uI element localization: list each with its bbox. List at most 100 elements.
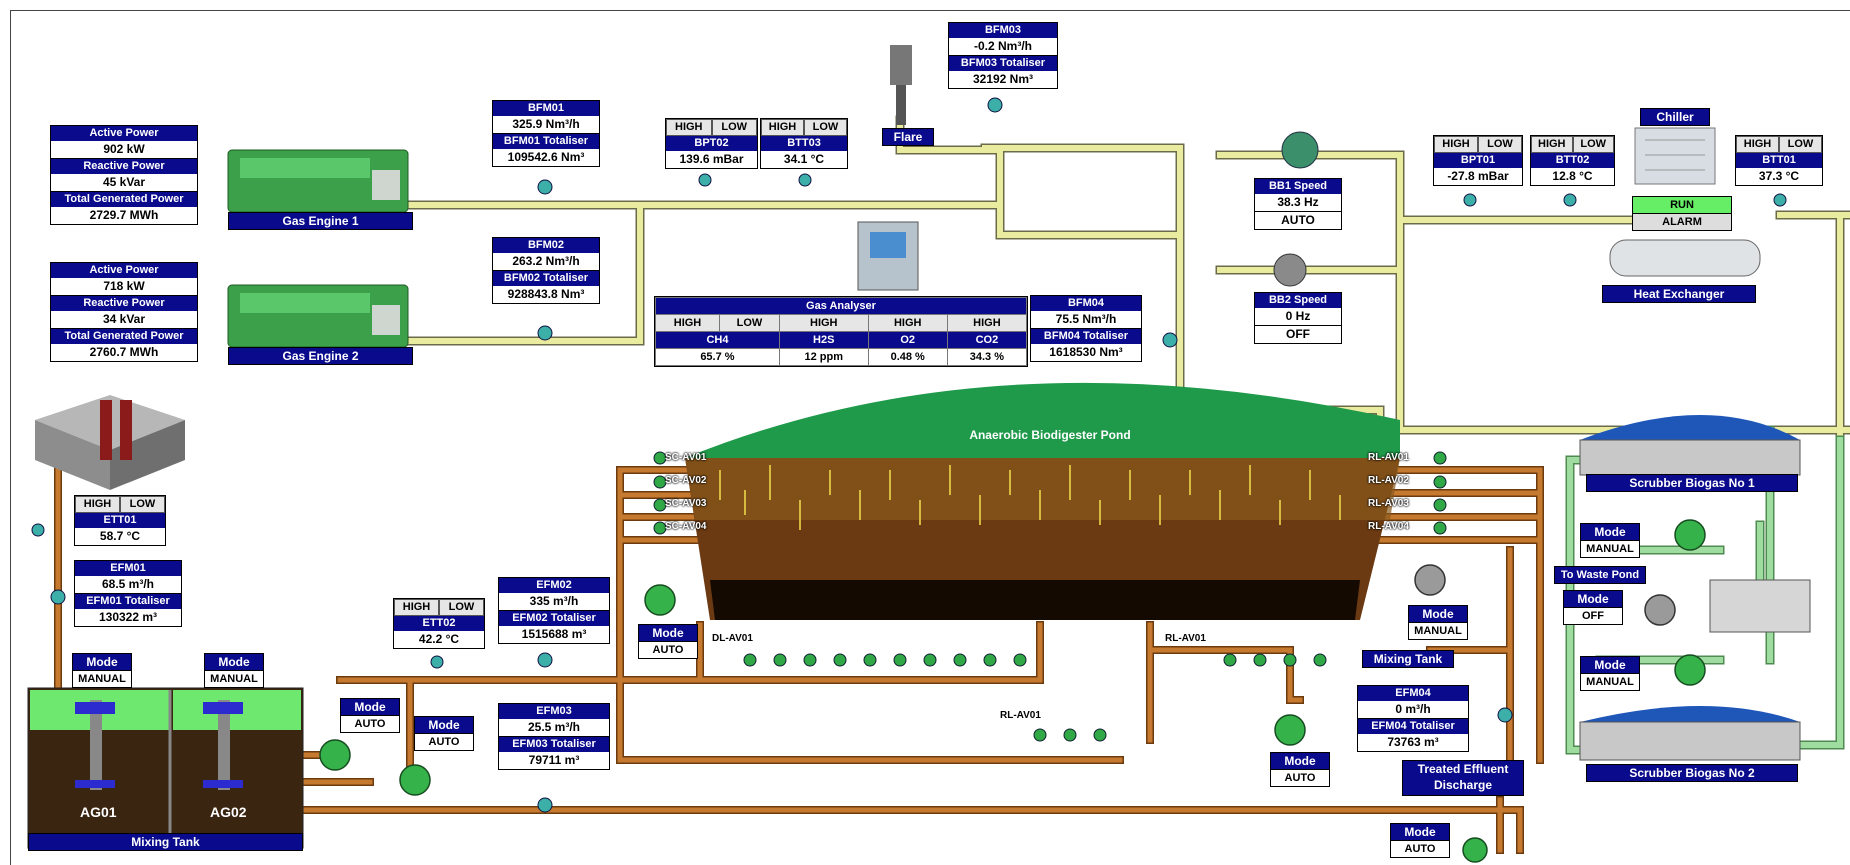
btt03-panel: HIGHLOW BTT03 34.1 °C xyxy=(760,118,848,169)
valve-rl-av01[interactable]: RL-AV01 xyxy=(1368,452,1409,463)
valve-sc-av01[interactable]: SC-AV01 xyxy=(665,452,707,463)
valve-rl-av02[interactable]: RL-AV02 xyxy=(1368,475,1409,486)
mode-ag01-value: MANUAL xyxy=(73,670,131,687)
btt01-high-alarm: HIGH xyxy=(1736,136,1779,153)
engine2-reactive-power-label: Reactive Power xyxy=(51,296,197,311)
mode-recirc-pump[interactable]: Mode AUTO xyxy=(638,624,698,659)
mode-scrubber-1-pump[interactable]: Mode MANUAL xyxy=(1580,523,1640,558)
bfm01-title: BFM01 xyxy=(493,101,599,116)
bb1-panel: BB1 Speed 38.3 Hz AUTO xyxy=(1254,178,1342,230)
bb1-mode[interactable]: AUTO xyxy=(1255,212,1341,229)
valve-rl-av03[interactable]: RL-AV03 xyxy=(1368,498,1409,509)
bfm02-tot-value: 928843.8 Nm³ xyxy=(493,286,599,303)
mixing-tank-side-label[interactable]: Mixing Tank xyxy=(1362,650,1454,668)
mode-bottom-right-pump[interactable]: Mode AUTO xyxy=(1390,823,1450,858)
co2-high-alarm: HIGH xyxy=(947,315,1026,332)
efm02-value: 335 m³/h xyxy=(499,593,609,611)
gas-analyser-title: Gas Analyser xyxy=(656,298,1027,315)
scrubber-1-label[interactable]: Scrubber Biogas No 1 xyxy=(1586,474,1798,492)
mode-pump-1-value: AUTO xyxy=(341,715,399,732)
efm04-value: 0 m³/h xyxy=(1358,701,1468,719)
btt03-low-alarm: LOW xyxy=(804,119,847,136)
mode-bottom-mid-pump[interactable]: Mode AUTO xyxy=(1270,752,1330,787)
gas-engine-1-label[interactable]: Gas Engine 1 xyxy=(228,212,413,230)
mode-scrubber-1-label: Mode xyxy=(1581,524,1639,540)
engine1-total-power-value: 2729.7 MWh xyxy=(51,207,197,224)
mode-waste-value: OFF xyxy=(1564,607,1622,624)
mode-ag01[interactable]: Mode MANUAL xyxy=(72,653,132,688)
biodigester-pond xyxy=(685,383,1400,620)
bb2-mode[interactable]: OFF xyxy=(1255,326,1341,343)
bfm02-title: BFM02 xyxy=(493,238,599,253)
bb1-speed-label: BB1 Speed xyxy=(1255,179,1341,194)
mode-bottom-mid-label: Mode xyxy=(1271,753,1329,769)
mode-pump-1[interactable]: Mode AUTO xyxy=(340,698,400,733)
valve-sc-av04[interactable]: SC-AV04 xyxy=(665,521,707,532)
engine2-power-panel: Active Power 718 kW Reactive Power 34 kV… xyxy=(50,262,198,362)
mixing-tank-label[interactable]: Mixing Tank xyxy=(28,833,303,851)
flare-label[interactable]: Flare xyxy=(882,128,934,146)
btt02-low-alarm: LOW xyxy=(1573,136,1615,153)
efm02-tot-value: 1515688 m³ xyxy=(499,626,609,643)
mode-ag01-label: Mode xyxy=(73,654,131,670)
mode-pump-1-label: Mode xyxy=(341,699,399,715)
ett02-low-alarm: LOW xyxy=(439,599,484,616)
valve-sc-av02[interactable]: SC-AV02 xyxy=(665,475,707,486)
btt03-value: 34.1 °C xyxy=(761,151,847,168)
treated-effluent-label[interactable]: Treated Effluent Discharge xyxy=(1402,760,1524,796)
ch4-label: CH4 xyxy=(656,332,780,349)
gas-engine-2-label[interactable]: Gas Engine 2 xyxy=(228,347,413,365)
valve-dl-av01[interactable]: DL-AV01 xyxy=(712,633,753,644)
mode-recirc-label: Mode xyxy=(639,625,697,641)
mode-waste-label: Mode xyxy=(1564,591,1622,607)
mode-pump-2-value: AUTO xyxy=(415,733,473,750)
efm03-value: 25.5 m³/h xyxy=(499,719,609,737)
bpt02-title: BPT02 xyxy=(666,136,757,151)
bpt01-panel: HIGHLOW BPT01 -27.8 mBar xyxy=(1433,135,1523,186)
ett01-high-alarm: HIGH xyxy=(75,496,120,513)
mode-pump-2[interactable]: Mode AUTO xyxy=(414,716,474,751)
pond-title: Anaerobic Biodigester Pond xyxy=(900,428,1200,442)
ett01-title: ETT01 xyxy=(75,513,165,528)
bb2-panel: BB2 Speed 0 Hz OFF xyxy=(1254,292,1342,344)
engine2-active-power-value: 718 kW xyxy=(51,278,197,296)
h2s-value: 12 ppm xyxy=(779,349,868,366)
mode-pond-right-pump[interactable]: Mode MANUAL xyxy=(1408,605,1468,640)
bfm04-tot-value: 1618530 Nm³ xyxy=(1031,344,1141,361)
efm03-title: EFM03 xyxy=(499,704,609,719)
valve-rl-av01-low[interactable]: RL-AV01 xyxy=(1000,710,1041,721)
bfm03-value: -0.2 Nm³/h xyxy=(949,38,1057,56)
bfm02-tot-label: BFM02 Totaliser xyxy=(493,271,599,286)
bfm03-tot-value: 32192 Nm³ xyxy=(949,71,1057,88)
btt01-low-alarm: LOW xyxy=(1779,136,1822,153)
btt02-panel: HIGHLOW BTT02 12.8 °C xyxy=(1530,135,1615,186)
bfm01-tot-label: BFM01 Totaliser xyxy=(493,134,599,149)
valve-sc-av03[interactable]: SC-AV03 xyxy=(665,498,707,509)
bb2-speed-label: BB2 Speed xyxy=(1255,293,1341,308)
bpt02-high-alarm: HIGH xyxy=(666,119,712,136)
valve-rl-av01-bottom[interactable]: RL-AV01 xyxy=(1165,633,1206,644)
h2s-label: H2S xyxy=(779,332,868,349)
scrubber-2-label[interactable]: Scrubber Biogas No 2 xyxy=(1586,764,1798,782)
chiller-label[interactable]: Chiller xyxy=(1640,108,1710,126)
valve-rl-av04[interactable]: RL-AV04 xyxy=(1368,521,1409,532)
co2-value: 34.3 % xyxy=(947,349,1026,366)
mode-scrubber-2-pump[interactable]: Mode MANUAL xyxy=(1580,656,1640,691)
mode-ag02[interactable]: Mode MANUAL xyxy=(204,653,264,688)
mode-pump-2-label: Mode xyxy=(415,717,473,733)
o2-label: O2 xyxy=(868,332,947,349)
mode-ag02-value: MANUAL xyxy=(205,670,263,687)
mode-pond-right-value: MANUAL xyxy=(1409,622,1467,639)
engine1-reactive-power-value: 45 kVar xyxy=(51,174,197,192)
heat-exchanger-label[interactable]: Heat Exchanger xyxy=(1602,285,1756,303)
waste-pond-label[interactable]: To Waste Pond xyxy=(1554,566,1646,584)
btt01-value: 37.3 °C xyxy=(1736,168,1822,185)
gas-engine-1-img xyxy=(228,150,408,212)
o2-value: 0.48 % xyxy=(868,349,947,366)
mode-waste-pump[interactable]: Mode OFF xyxy=(1563,590,1623,625)
co2-label: CO2 xyxy=(947,332,1026,349)
bfm01-value: 325.9 Nm³/h xyxy=(493,116,599,134)
